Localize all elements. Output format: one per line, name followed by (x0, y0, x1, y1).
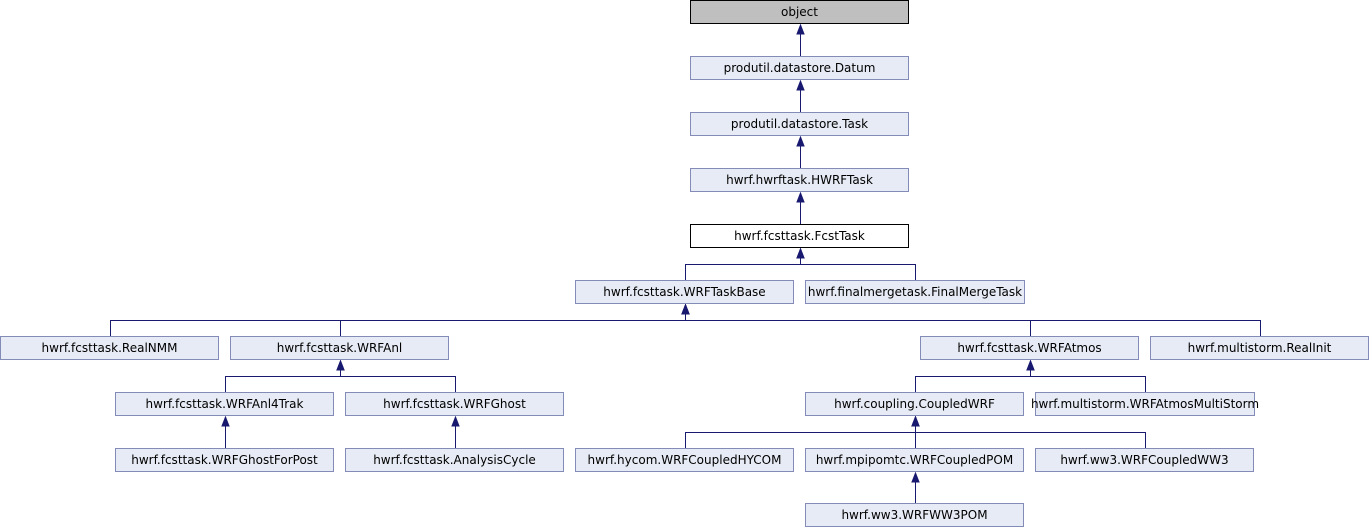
inheritance-edge (685, 313, 1031, 336)
node-hwrf-hwrftask[interactable]: hwrf.hwrftask.HWRFTask (690, 168, 909, 192)
node-wrfghost[interactable]: hwrf.fcsttask.WRFGhost (345, 392, 564, 416)
inheritance-edge (915, 369, 1031, 392)
inheritance-edge (225, 369, 341, 392)
inheritance-edge (685, 425, 916, 448)
arrowhead (796, 247, 805, 259)
node-object: object (690, 0, 909, 24)
inheritance-edge (685, 313, 1261, 336)
node-wrfcoupledpom[interactable]: hwrf.mpipomtc.WRFCoupledPOM (805, 448, 1024, 472)
node-wrfghostforpost[interactable]: hwrf.fcsttask.WRFGhostForPost (115, 448, 334, 472)
inheritance-edge (800, 257, 916, 280)
node-wrftaskbase[interactable]: hwrf.fcsttask.WRFTaskBase (575, 280, 794, 304)
inheritance-edge (110, 313, 686, 336)
arrowhead (796, 79, 805, 91)
node-wrfww3pom[interactable]: hwrf.ww3.WRFWW3POM (805, 503, 1024, 527)
node-coupledwrf[interactable]: hwrf.coupling.CoupledWRF (805, 392, 1024, 416)
node-produtil-datastore-datum[interactable]: produtil.datastore.Datum (690, 56, 909, 80)
node-realnmm[interactable]: hwrf.fcsttask.RealNMM (0, 336, 219, 360)
node-produtil-datastore-task[interactable]: produtil.datastore.Task (690, 112, 909, 136)
node-wrfcoupledww3[interactable]: hwrf.ww3.WRFCoupledWW3 (1035, 448, 1254, 472)
node-wrfanl4trak[interactable]: hwrf.fcsttask.WRFAnl4Trak (115, 392, 334, 416)
node-finalmergetask[interactable]: hwrf.finalmergetask.FinalMergeTask (805, 280, 1025, 304)
node-wrfatmos[interactable]: hwrf.fcsttask.WRFAtmos (920, 336, 1139, 360)
node-fcsttask-current: hwrf.fcsttask.FcstTask (690, 224, 909, 248)
arrowhead (221, 415, 230, 427)
inheritance-edge (1030, 369, 1146, 392)
arrowhead (1026, 359, 1035, 371)
node-realinit[interactable]: hwrf.multistorm.RealInit (1150, 336, 1369, 360)
node-analysiscycle[interactable]: hwrf.fcsttask.AnalysisCycle (345, 448, 564, 472)
inheritance-edge (340, 369, 456, 392)
arrowhead (911, 471, 920, 483)
inheritance-edge (915, 425, 1146, 448)
arrowhead (336, 359, 345, 371)
arrowhead (451, 415, 460, 427)
node-wrfcoupledhycom[interactable]: hwrf.hycom.WRFCoupledHYCOM (575, 448, 794, 472)
arrowhead (796, 135, 805, 147)
arrowhead (681, 303, 690, 315)
node-wrfatmosmultistorm[interactable]: hwrf.multistorm.WRFAtmosMultiStorm (1031, 392, 1259, 416)
arrowhead (796, 191, 805, 203)
inheritance-edge (340, 313, 686, 336)
inheritance-edge (685, 257, 801, 280)
arrowhead (911, 415, 920, 427)
arrowhead (796, 23, 805, 35)
node-wrfanl[interactable]: hwrf.fcsttask.WRFAnl (230, 336, 449, 360)
